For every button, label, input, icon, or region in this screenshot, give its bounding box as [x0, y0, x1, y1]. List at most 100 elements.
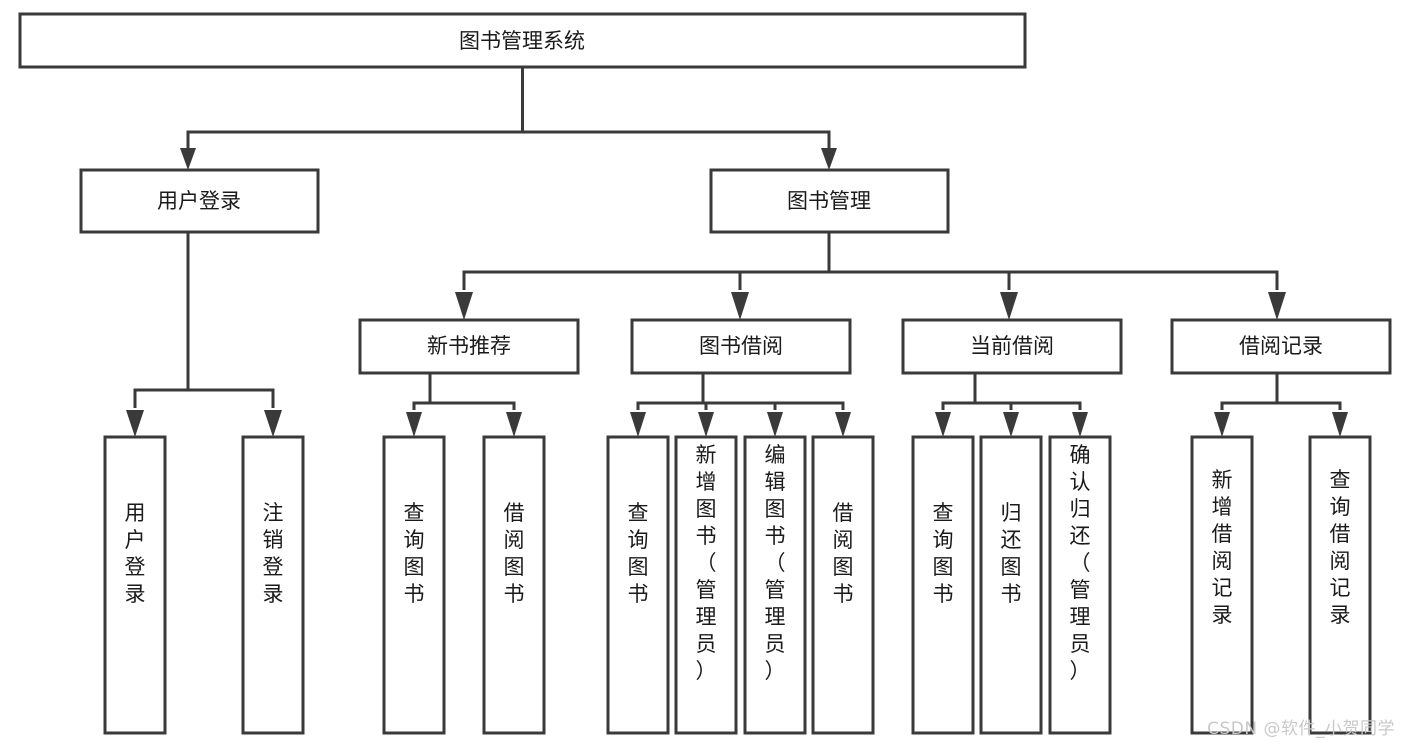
node-leaf-add-record-label: 新增借阅记录 [1212, 468, 1233, 627]
connector-group-newbook-to-leaves [406, 373, 522, 437]
node-leaf-add-book-box[interactable] [674, 435, 738, 735]
node-leaf-borrow-book-1-box[interactable] [482, 435, 546, 735]
connector-current-to-leaf-query-book-3 [941, 373, 977, 410]
arrow-head-current [1000, 292, 1018, 320]
arrow-head-leaf-user-login [126, 410, 144, 437]
node-leaf-add-record[interactable]: 新增借阅记录 [1190, 435, 1254, 735]
arrow-head-leaf-add-book [698, 412, 714, 437]
node-leaf-query-book-3[interactable]: 查询图书 [911, 435, 975, 735]
node-leaf-query-book-2-label: 查询图书 [628, 501, 649, 606]
connector-group-borrow-to-leaves [630, 373, 851, 437]
connector-newbook-to-leaf-borrow-book-1 [430, 401, 516, 410]
arrow-head-record [1268, 292, 1286, 320]
node-record-box[interactable] [1170, 318, 1392, 375]
node-leaf-query-book-2[interactable]: 查询图书 [606, 435, 670, 735]
node-newbook-label: 新书推荐 [427, 334, 511, 358]
arrow-head-leaf-query-book-1 [406, 412, 422, 437]
connector-borrow-to-leaf-borrow-book-2 [703, 401, 845, 410]
connector-borrow-to-leaf-query-book-2 [636, 373, 705, 410]
arrow-head-leaf-query-book-3 [935, 412, 951, 437]
node-leaf-query-record[interactable]: 查询借阅记录 [1308, 435, 1372, 735]
connector-login-to-leaf-user-login [133, 232, 190, 408]
node-leaf-borrow-book-1-label: 借阅图书 [504, 501, 525, 606]
node-leaf-edit-book-box[interactable] [743, 435, 807, 735]
arrow-head-login [180, 148, 196, 170]
connector-group-root-to-level2 [180, 67, 837, 170]
node-leaf-return-book-box[interactable] [979, 435, 1043, 735]
connector-group-record-to-leaves [1214, 373, 1348, 437]
connector-record-to-leaf-query-record [1277, 401, 1342, 410]
node-bookmgr[interactable]: 图书管理 [709, 168, 950, 234]
node-newbook-box[interactable] [358, 318, 580, 375]
node-record-label: 借阅记录 [1239, 334, 1323, 358]
node-leaf-query-book-1-box[interactable] [382, 435, 446, 735]
connector-root-to-bookmgr [522, 130, 831, 156]
connector-root-to-login [186, 67, 524, 156]
node-leaf-return-book[interactable]: 归还图书 [979, 435, 1043, 735]
node-borrow[interactable]: 图书借阅 [630, 318, 852, 375]
node-current[interactable]: 当前借阅 [901, 318, 1123, 375]
node-leaf-user-login[interactable]: 用户登录 [103, 435, 167, 735]
arrow-head-leaf-return-book [1003, 412, 1019, 437]
connector-record-to-leaf-add-record [1220, 373, 1279, 410]
node-leaf-query-record-label: 查询借阅记录 [1330, 468, 1351, 627]
arrow-head-leaf-confirm-return [1072, 412, 1088, 437]
node-root[interactable]: 图书管理系统 [18, 12, 1027, 69]
node-leaf-user-login-box[interactable] [103, 435, 167, 735]
node-login[interactable]: 用户登录 [79, 168, 320, 234]
node-leaf-borrow-book-2[interactable]: 借阅图书 [811, 435, 875, 735]
node-login-label: 用户登录 [157, 189, 241, 213]
node-leaf-query-book-2-box[interactable] [606, 435, 670, 735]
node-leaf-edit-book[interactable]: 编辑图书（管理员） [743, 435, 807, 735]
node-record[interactable]: 借阅记录 [1170, 318, 1392, 375]
arrow-head-newbook [455, 292, 473, 320]
connector-login-to-leaf-user-logout [188, 388, 275, 408]
arrow-head-borrow [731, 292, 749, 320]
node-leaf-query-book-1[interactable]: 查询图书 [382, 435, 446, 735]
connector-bookmgr-to-record [829, 270, 1279, 290]
node-leaf-user-logout[interactable]: 注销登录 [241, 435, 305, 735]
node-leaf-borrow-book-2-box[interactable] [811, 435, 875, 735]
node-leaf-user-login-label: 用户登录 [125, 501, 146, 606]
arrow-head-leaf-borrow-book-1 [506, 412, 522, 437]
arrow-head-leaf-query-record [1332, 412, 1348, 437]
node-leaf-borrow-book-1[interactable]: 借阅图书 [482, 435, 546, 735]
node-leaf-add-record-box[interactable] [1190, 435, 1254, 735]
node-leaf-confirm-return-box[interactable] [1048, 435, 1112, 735]
node-login-box[interactable] [79, 168, 320, 234]
node-leaf-confirm-return-label: 确认归还（管理员） [1070, 443, 1091, 683]
node-borrow-box[interactable] [630, 318, 852, 375]
node-leaf-edit-book-label: 编辑图书（管理员） [765, 443, 786, 683]
connector-newbook-to-leaf-query-book-1 [412, 373, 432, 410]
arrow-head-leaf-edit-book [767, 412, 783, 437]
node-leaf-user-logout-label: 注销登录 [263, 501, 284, 606]
connector-group-bookmgr-to-level3 [455, 232, 1286, 320]
node-current-box[interactable] [901, 318, 1123, 375]
node-current-label: 当前借阅 [970, 334, 1054, 358]
node-leaf-return-book-label: 归还图书 [1001, 501, 1022, 606]
arrow-head-leaf-user-logout [264, 410, 282, 437]
node-root-box[interactable] [18, 12, 1027, 69]
arrow-head-leaf-borrow-book-2 [835, 412, 851, 437]
connector-group-login-to-leaves [126, 232, 282, 437]
connector-bookmgr-to-newbook [462, 232, 831, 290]
node-leaf-user-logout-box[interactable] [241, 435, 305, 735]
arrow-head-leaf-add-record [1214, 412, 1230, 437]
node-leaf-query-book-3-box[interactable] [911, 435, 975, 735]
node-leaf-add-book[interactable]: 新增图书（管理员） [674, 435, 738, 735]
node-bookmgr-label: 图书管理 [787, 189, 871, 213]
node-root-label: 图书管理系统 [459, 29, 585, 53]
node-leaf-add-book-label: 新增图书（管理员） [696, 443, 717, 683]
node-leaf-query-book-1-label: 查询图书 [404, 501, 425, 606]
node-leaf-query-book-3-label: 查询图书 [933, 501, 954, 606]
node-leaf-confirm-return[interactable]: 确认归还（管理员） [1048, 435, 1112, 735]
connector-current-to-leaf-confirm-return [975, 401, 1082, 410]
node-leaf-borrow-book-2-label: 借阅图书 [833, 501, 854, 606]
node-newbook[interactable]: 新书推荐 [358, 318, 580, 375]
connector-group-current-to-leaves [935, 373, 1088, 437]
node-bookmgr-box[interactable] [709, 168, 950, 234]
node-borrow-label: 图书借阅 [699, 334, 783, 358]
node-leaf-query-record-box[interactable] [1308, 435, 1372, 735]
